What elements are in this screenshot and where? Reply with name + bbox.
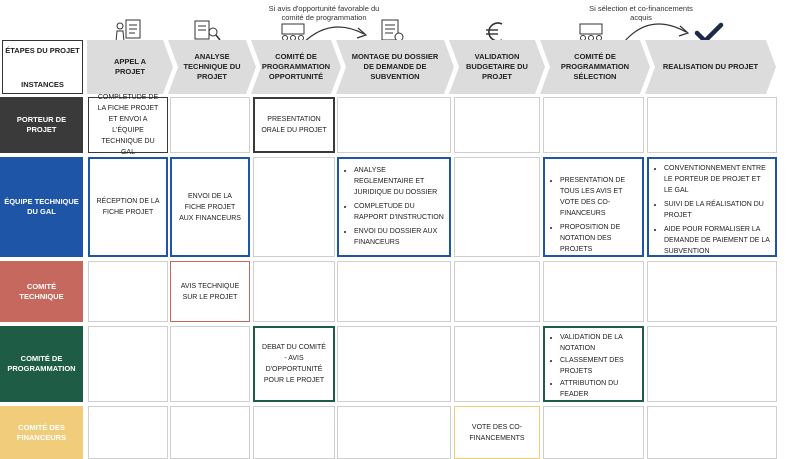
list-item: ATTRIBUTION DU FEADER	[560, 378, 637, 400]
task-technique-avis: AVIS TECHNIQUE SUR LE PROJET	[170, 261, 250, 322]
grid-cell	[543, 97, 644, 153]
grid-cell	[647, 326, 777, 402]
step-appel-a-projet: APPEL A PROJET	[87, 40, 173, 94]
grid-cell	[337, 97, 451, 153]
step-validation-budgetaire: VALIDATION BUDGETAIRE DU PROJET	[449, 40, 545, 94]
list-item: SUIVI DE LA RÉALISATION DU PROJET	[664, 199, 770, 221]
analysis-person-icon	[194, 20, 221, 41]
task-equipe-selection: PRESENTATION DE TOUS LES AVIS ET VOTE DE…	[543, 157, 644, 257]
list-item: PRESENTATION DE TOUS LES AVIS ET VOTE DE…	[560, 175, 637, 219]
task-equipe-montage: ANALYSE REGLEMENTAIRE ET JURIDIQUE DU DO…	[337, 157, 451, 257]
grid-cell	[543, 261, 644, 322]
task-programmation-debat: DEBAT DU COMITÉ - AVIS D'OPPORTUNITÉ POU…	[253, 326, 335, 402]
instance-comite-financeurs: COMITÉ DES FINANCEURS	[0, 406, 83, 459]
committee-icon	[281, 23, 305, 41]
step-montage-dossier: MONTAGE DU DOSSIER DE DEMANDE DE SUBVENT…	[336, 40, 454, 94]
instance-porteur: PORTEUR DE PROJET	[0, 97, 83, 153]
grid-cell	[454, 261, 540, 322]
corner-title: ÉTAPES DU PROJET	[5, 46, 80, 55]
task-porteur-presentation: PRESENTATION ORALE DU PROJET	[253, 97, 335, 153]
grid-cell	[647, 97, 777, 153]
grid-cell	[88, 406, 168, 459]
corner-header: ÉTAPES DU PROJET INSTANCES	[2, 40, 83, 94]
annotation-favorable: Si avis d'opportunité favorable du comit…	[268, 4, 380, 22]
list-item: CLASSEMENT DES PROJETS	[560, 355, 637, 377]
instance-equipe-technique: ÉQUIPE TECHNIQUE DU GAL	[0, 157, 83, 257]
grid-cell	[253, 157, 335, 257]
grid-cell	[170, 97, 250, 153]
corner-subtitle: INSTANCES	[21, 80, 64, 89]
grid-cell	[88, 261, 168, 322]
dossier-icon	[381, 19, 404, 42]
document-person-icon	[115, 19, 141, 43]
committee-icon	[579, 23, 603, 41]
grid-cell	[337, 261, 451, 322]
annotation-arrow-favorable	[301, 26, 368, 45]
task-equipe-envoi-fiche: ENVOI DE LA FICHE PROJET AUX FINANCEURS	[170, 157, 250, 257]
grid-cell	[647, 406, 777, 459]
list-item: ANALYSE REGLEMENTAIRE ET JURIDIQUE DU DO…	[354, 165, 444, 198]
grid-cell	[88, 326, 168, 402]
grid-cell	[337, 326, 451, 402]
list-item: COMPLETUDE DU RAPPORT D'INSTRUCTION	[354, 201, 444, 223]
task-financeurs-vote: VOTE DES CO-FINANCEMENTS	[454, 406, 540, 459]
annotation-selection: Si sélection et co-financements acquis	[589, 4, 693, 22]
list-item: VALIDATION DE LA NOTATION	[560, 332, 637, 354]
task-programmation-selection: VALIDATION DE LA NOTATION CLASSEMENT DES…	[543, 326, 644, 402]
instance-comite-technique: COMITÉ TECHNIQUE	[0, 261, 83, 322]
grid-cell	[170, 326, 250, 402]
step-comite-selection: COMITÉ DE PROGRAMMATION SÉLECTION	[540, 40, 650, 94]
list-item: CONVENTIONNEMENT ENTRE LE PORTEUR DE PRO…	[664, 163, 770, 196]
grid-cell	[337, 406, 451, 459]
step-realisation: REALISATION DU PROJET	[645, 40, 776, 94]
task-equipe-reception: RÉCEPTION DE LA FICHE PROJET	[88, 157, 168, 257]
list-item: AIDE POUR FORMALISER LA DEMANDE DE PAIEM…	[664, 224, 770, 257]
task-porteur-completude: COMPLETUDE DE LA FICHE PROJET ET ENVOI A…	[88, 94, 168, 156]
step-analyse-technique: ANALYSE TECHNIQUE DU PROJET	[168, 40, 256, 94]
grid-cell	[543, 406, 644, 459]
grid-cell	[454, 97, 540, 153]
grid-cell	[647, 261, 777, 322]
instance-comite-programmation: COMITÉ DE PROGRAMMATION	[0, 326, 83, 402]
list-item: ENVOI DU DOSSIER AUX FINANCEURS	[354, 226, 444, 248]
grid-cell	[454, 157, 540, 257]
list-item: PROPOSITION DE NOTATION DES PROJETS	[560, 222, 637, 255]
annotation-arrow-selection	[623, 23, 690, 43]
grid-cell	[454, 326, 540, 402]
grid-cell	[253, 406, 335, 459]
step-comite-opportunite: COMITÉ DE PROGRAMMATION OPPORTUNITÉ	[251, 40, 341, 94]
grid-cell	[253, 261, 335, 322]
task-equipe-realisation: CONVENTIONNEMENT ENTRE LE PORTEUR DE PRO…	[647, 157, 777, 257]
grid-cell	[170, 406, 250, 459]
